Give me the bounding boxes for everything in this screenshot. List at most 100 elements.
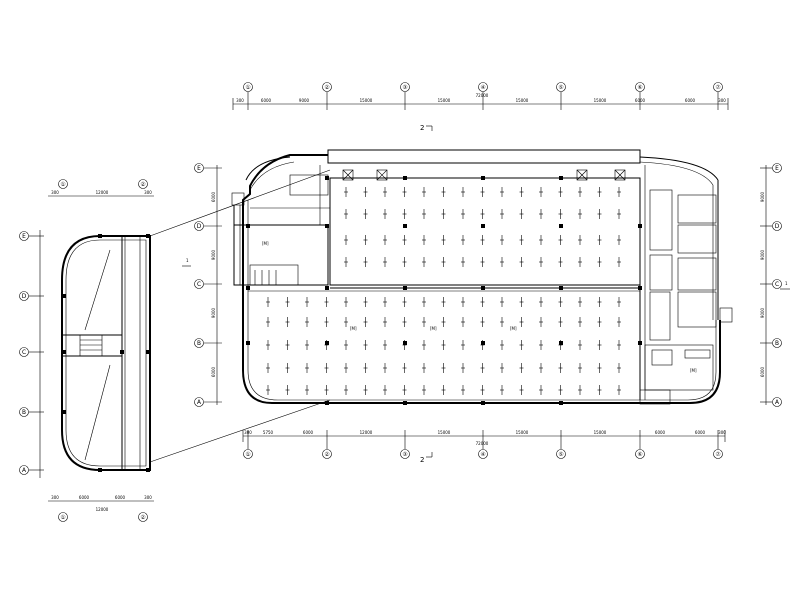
side-bottom-dim-text: 300 (51, 495, 59, 500)
grid-bubble-top: ① (243, 82, 253, 92)
grid-bubble-circle (478, 449, 488, 459)
grid-bubble-right: C (772, 279, 782, 289)
grid-bubble-circle (772, 163, 782, 173)
grid-bubble-bottom: ② (322, 449, 332, 459)
grid-bubble-left: B (194, 338, 204, 348)
grid-bubble-top: ④ (478, 82, 488, 92)
column (559, 176, 563, 180)
grid-bubble-label: D (22, 294, 27, 300)
right-dim-text: 9000 (760, 249, 765, 260)
grid-bubble-label: ② (140, 181, 146, 188)
room-label-3: [M] (350, 326, 357, 331)
grid-bubble-bottom: ④ (478, 449, 488, 459)
column (246, 286, 250, 290)
side-bottom-dim-text: 6000 (115, 495, 126, 500)
grid-bubble-circle (635, 449, 645, 459)
column (481, 401, 485, 405)
section-mark-top: 2 (420, 124, 433, 132)
grid-bubble-label: D (197, 224, 202, 230)
grid-bubble-circle (556, 82, 566, 92)
right-dim-text: 9000 (760, 307, 765, 318)
grid-bubble-label: C (775, 282, 779, 288)
top-dim-text: 300 (718, 98, 726, 103)
grid-bubble-circle (772, 279, 782, 289)
column (481, 341, 485, 345)
left-dim-text: 6000 (211, 191, 216, 202)
top-corridor-fixtures (342, 169, 626, 181)
grid-bubble-label: ⑤ (558, 451, 563, 458)
grid-bubble-label: ② (324, 451, 330, 458)
grid-bubble-label: ② (140, 514, 146, 521)
column (98, 234, 102, 238)
column (62, 294, 66, 298)
section-mark-left: 1 (182, 258, 191, 267)
grid-bubble-top: ⑥ (635, 82, 645, 92)
grid-bubble-label: B (197, 341, 201, 347)
grid-bubble-circle (19, 231, 29, 241)
top-dim-text: 6000 (685, 98, 696, 103)
column (559, 224, 563, 228)
grid-bubble-bottom: ⑤ (556, 449, 566, 459)
column (325, 401, 329, 405)
grid-bubble-label: E (22, 234, 26, 240)
grid-bubble-circle (478, 82, 488, 92)
grid-bubble-circle (243, 82, 253, 92)
column (559, 401, 563, 405)
top-dim-text: 6000 (635, 98, 646, 103)
top-dim-text: 15000 (360, 98, 373, 103)
side-grid-bubble-left: B (19, 407, 29, 417)
room-label-5: [M] (510, 326, 517, 331)
structural-columns (246, 176, 642, 405)
grid-bubble-circle (635, 82, 645, 92)
grid-bubble-circle (194, 279, 204, 289)
side-grid-bubble-left: C (19, 347, 29, 357)
bottom-dim-text: 5750 (263, 430, 274, 435)
side-top-dim-text: 300 (144, 190, 152, 195)
column (325, 286, 329, 290)
grid-bubble-right: E (772, 163, 782, 173)
left-dim-text: 6000 (211, 366, 216, 377)
grid-bubble-circle (713, 82, 723, 92)
side-grid-bubble-left: D (19, 291, 29, 301)
bottom-total-dim: 72000 (476, 441, 489, 446)
column (146, 350, 150, 354)
column (62, 410, 66, 414)
grid-bubble-circle (58, 512, 68, 522)
svg-text:1: 1 (785, 281, 788, 286)
detail-leader-lines (149, 169, 331, 463)
grid-bubble-circle (194, 338, 204, 348)
grid-bubble-bottom: ① (243, 449, 253, 459)
grid-bubble-top: ③ (400, 82, 410, 92)
grid-bubble-top: ② (322, 82, 332, 92)
bottom-dim-text: 300 (718, 430, 726, 435)
grid-bubble-right: B (772, 338, 782, 348)
right-dim-text: 6000 (760, 366, 765, 377)
grid-bubble-label: ① (245, 451, 250, 458)
top-dim-text: 6000 (261, 98, 272, 103)
grid-bubble-label: A (22, 468, 26, 474)
grid-bubble-label: ⑦ (715, 84, 721, 91)
right-dim-text: 9000 (760, 191, 765, 202)
grid-bubble-label: ⑥ (637, 451, 642, 458)
top-dim-text: 9000 (299, 98, 310, 103)
grid-bubble-circle (322, 82, 332, 92)
side-structural-columns (62, 234, 150, 472)
side-building-outline (61, 235, 151, 471)
room-label-1: [M] (262, 241, 269, 246)
side-bottom-total: 12000 (96, 507, 109, 512)
column (638, 341, 642, 345)
grid-bubble-circle (243, 449, 253, 459)
grid-bubble-circle (556, 449, 566, 459)
grid-bubble-label: ④ (480, 84, 485, 91)
bottom-dim-text: 15000 (438, 430, 451, 435)
bottom-dim-text: 300 (244, 430, 252, 435)
grid-bubble-top: ⑦ (713, 82, 723, 92)
grid-bubble-circle (322, 449, 332, 459)
